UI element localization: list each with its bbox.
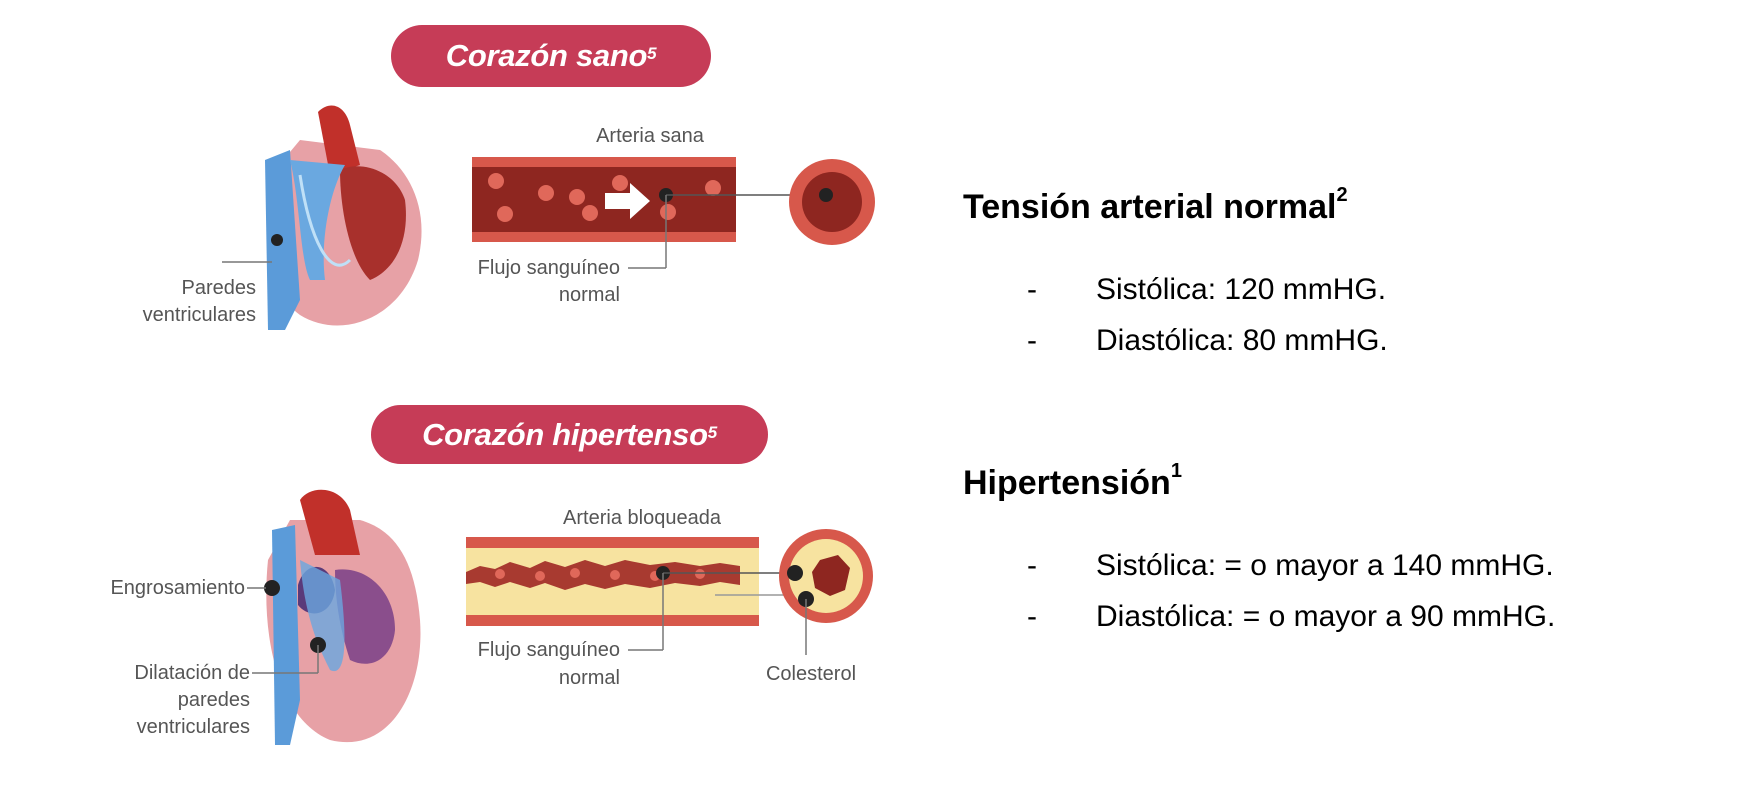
hypertensive-flow-label-1: Flujo sanguíneo [477,639,620,661]
healthy-flow-label-2: normal [558,284,620,306]
normal-pressure-heading-sup: 2 [1336,184,1348,206]
blocked-artery-label: Arteria bloqueada [563,507,721,529]
healthy-heart-illustration [222,105,422,330]
dilation-label-3: ventriculares [136,716,250,738]
bullet-dash: - [1027,600,1037,633]
healthy-artery-label: Arteria sana [596,125,704,147]
normal-pressure-heading-text: Tensión arterial normal [963,188,1337,226]
healthy-wall-label-2: ventriculares [142,304,256,326]
healthy-artery-illustration [472,157,875,269]
hypertension-heading-sup: 1 [1170,460,1182,482]
bullet-dash: - [1027,549,1037,582]
normal-pressure-heading: Tensión arterial normal2 [963,184,1348,227]
normal-diastolic: Diastólica: 80 mmHG. [1096,324,1388,357]
hypertension-heading: Hipertensión1 [963,460,1182,503]
hypertensive-title-text: Corazón hipertenso [422,416,708,452]
hypertensive-title-sup: 5 [707,422,717,442]
healthy-title-sup: 5 [647,44,657,63]
cholesterol-label: Colesterol [765,663,857,685]
hypertensive-heart-illustration [247,489,421,745]
hypertension-diastolic: Diastólica: = o mayor a 90 mmHG. [1096,600,1556,633]
normal-systolic: Sistólica: 120 mmHG. [1096,273,1387,306]
bullet-dash: - [1027,324,1037,357]
hypertension-systolic: Sistólica: = o mayor a 140 mmHG. [1096,549,1554,582]
healthy-title-text: Corazón sano [445,38,648,73]
dilation-label-2: paredes [177,689,250,711]
thickening-label: Engrosamiento [110,577,245,599]
healthy-flow-label-1: Flujo sanguíneo [477,257,620,279]
bullet-dash: - [1027,273,1037,306]
hypertensive-flow-label-2: normal [558,667,620,689]
dilation-label-1: Dilatación de [134,662,250,684]
blocked-artery-illustration [466,529,873,655]
healthy-wall-label-1: Paredes [181,277,257,299]
hypertension-heading-text: Hipertensión [963,464,1171,502]
